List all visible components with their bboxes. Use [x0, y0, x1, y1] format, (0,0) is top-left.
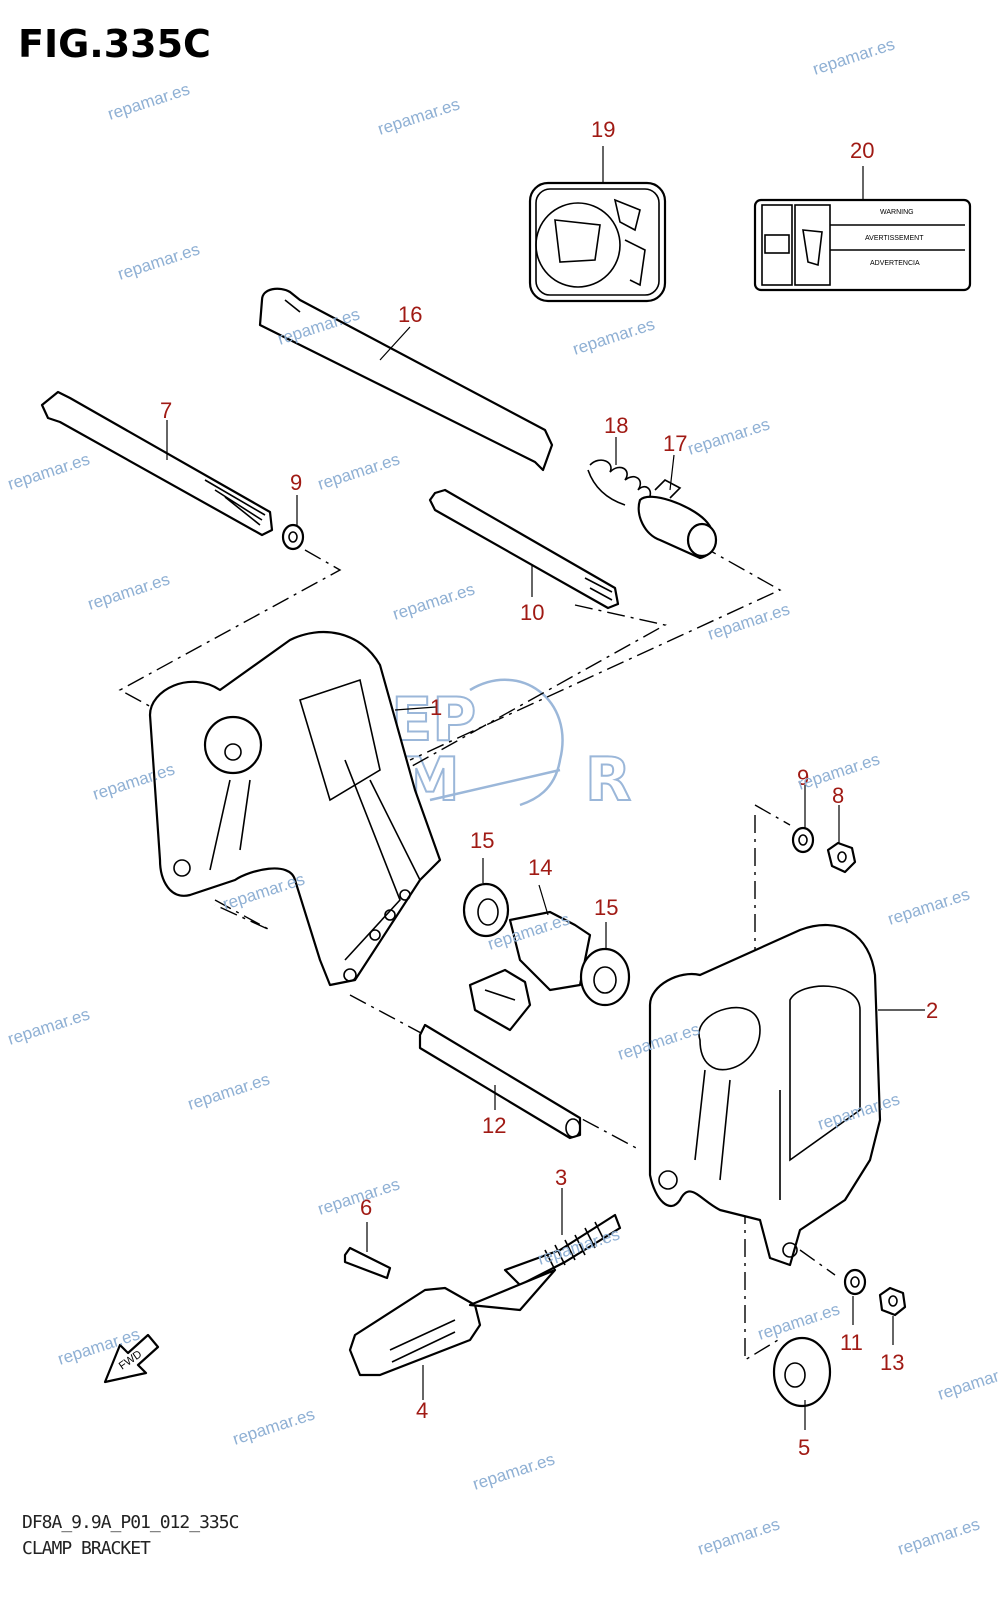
- watermark-text: repamar.es: [375, 94, 462, 138]
- callout-1: 1: [430, 695, 442, 720]
- figure-code: DF8A_9.9A_P01_012_335C: [22, 1512, 239, 1533]
- watermark-text: repamar.es: [5, 449, 92, 493]
- watermark-text: repamar.es: [885, 884, 972, 928]
- figure-name: CLAMP BRACKET: [22, 1538, 151, 1559]
- part-20-warning-label: WARNING AVERTISSEMENT ADVERTENCIA: [753, 198, 972, 292]
- watermark-text: repamar.es: [230, 1404, 317, 1448]
- part-19-decal: [528, 181, 667, 303]
- label-warning-text: WARNING: [880, 209, 914, 216]
- watermark-text: repamar.es: [315, 1174, 402, 1218]
- watermark-text: repamar.es: [570, 314, 657, 358]
- callout-17: 17: [663, 431, 687, 456]
- fwd-arrow-icon: FWD: [103, 1333, 160, 1384]
- callout-18: 18: [604, 413, 628, 438]
- part-9-washer-right: [791, 826, 815, 854]
- part-14-plate: [468, 910, 592, 1032]
- part-6-pin: [343, 1246, 392, 1280]
- watermark-text: repamar.es: [935, 1359, 1000, 1403]
- part-13-nut: [878, 1286, 907, 1317]
- part-17-knob: [637, 479, 718, 560]
- part-10-bolt: [428, 488, 620, 610]
- part-18-spring: [587, 459, 652, 506]
- part-4-tilt-lever: [348, 1268, 557, 1377]
- callout-7: 7: [160, 398, 172, 423]
- watermark-text: repamar.es: [85, 569, 172, 613]
- part-15-bushing-right: [579, 947, 631, 1007]
- callout-2: 2: [926, 998, 938, 1023]
- callout-16: 16: [398, 302, 422, 327]
- callout-19: 19: [591, 117, 615, 142]
- callout-5: 5: [798, 1435, 810, 1460]
- part-12-tube: [418, 1023, 582, 1140]
- watermark-text: repamar.es: [685, 414, 772, 458]
- watermark-text: repamar.es: [185, 1069, 272, 1113]
- callout-14: 14: [528, 855, 552, 880]
- callout-20: 20: [850, 138, 874, 163]
- watermark-text: repamar.es: [115, 239, 202, 283]
- callout-6: 6: [360, 1195, 372, 1220]
- part-8-nut: [826, 841, 857, 874]
- callout-15-right: 15: [594, 895, 618, 920]
- part-7-bolt: [40, 390, 274, 537]
- callout-12: 12: [482, 1113, 506, 1138]
- callout-10: 10: [520, 600, 544, 625]
- callout-9-right: 9: [797, 765, 809, 790]
- watermark-text: repamar.es: [105, 79, 192, 123]
- assembly-lines: [118, 544, 836, 1362]
- label-avertissement-text: AVERTISSEMENT: [865, 235, 924, 242]
- watermark-text: repamar.es: [810, 34, 897, 78]
- part-2-clamp-bracket-right: [648, 924, 882, 1267]
- watermark-text: repamar.es: [5, 1004, 92, 1048]
- part-11-washer: [843, 1268, 867, 1296]
- watermark-text: repamar.es: [895, 1514, 982, 1558]
- part-9-washer-left: [281, 523, 305, 551]
- svg-text:R: R: [585, 745, 631, 815]
- part-15-bushing-left: [462, 882, 510, 938]
- figure-title: FIG.335C: [18, 22, 211, 66]
- callout-9-left: 9: [290, 470, 302, 495]
- callout-4: 4: [416, 1398, 428, 1423]
- watermark-text: repamar.es: [695, 1514, 782, 1558]
- watermark-text: repamar.es: [315, 449, 402, 493]
- watermark-text: repamar.es: [535, 1224, 622, 1268]
- callout-15-left: 15: [470, 828, 494, 853]
- part-5-cap: [772, 1336, 832, 1408]
- callout-13: 13: [880, 1350, 904, 1375]
- callout-numbers: 19 20 16 7 9 18 17 10 1 15 14 15 9 8 2 1…: [160, 117, 938, 1460]
- part-16-tilt-rod: [258, 287, 554, 472]
- watermark-text: repamar.es: [390, 579, 477, 623]
- label-advertencia-text: ADVERTENCIA: [870, 260, 920, 267]
- callout-3: 3: [555, 1165, 567, 1190]
- watermark-text: repamar.es: [470, 1449, 557, 1493]
- part-1-clamp-bracket-left: [148, 630, 442, 987]
- watermark-text: repamar.es: [705, 599, 792, 643]
- callout-11: 11: [840, 1330, 863, 1355]
- callout-8: 8: [832, 783, 844, 808]
- leader-lines: [166, 146, 925, 1430]
